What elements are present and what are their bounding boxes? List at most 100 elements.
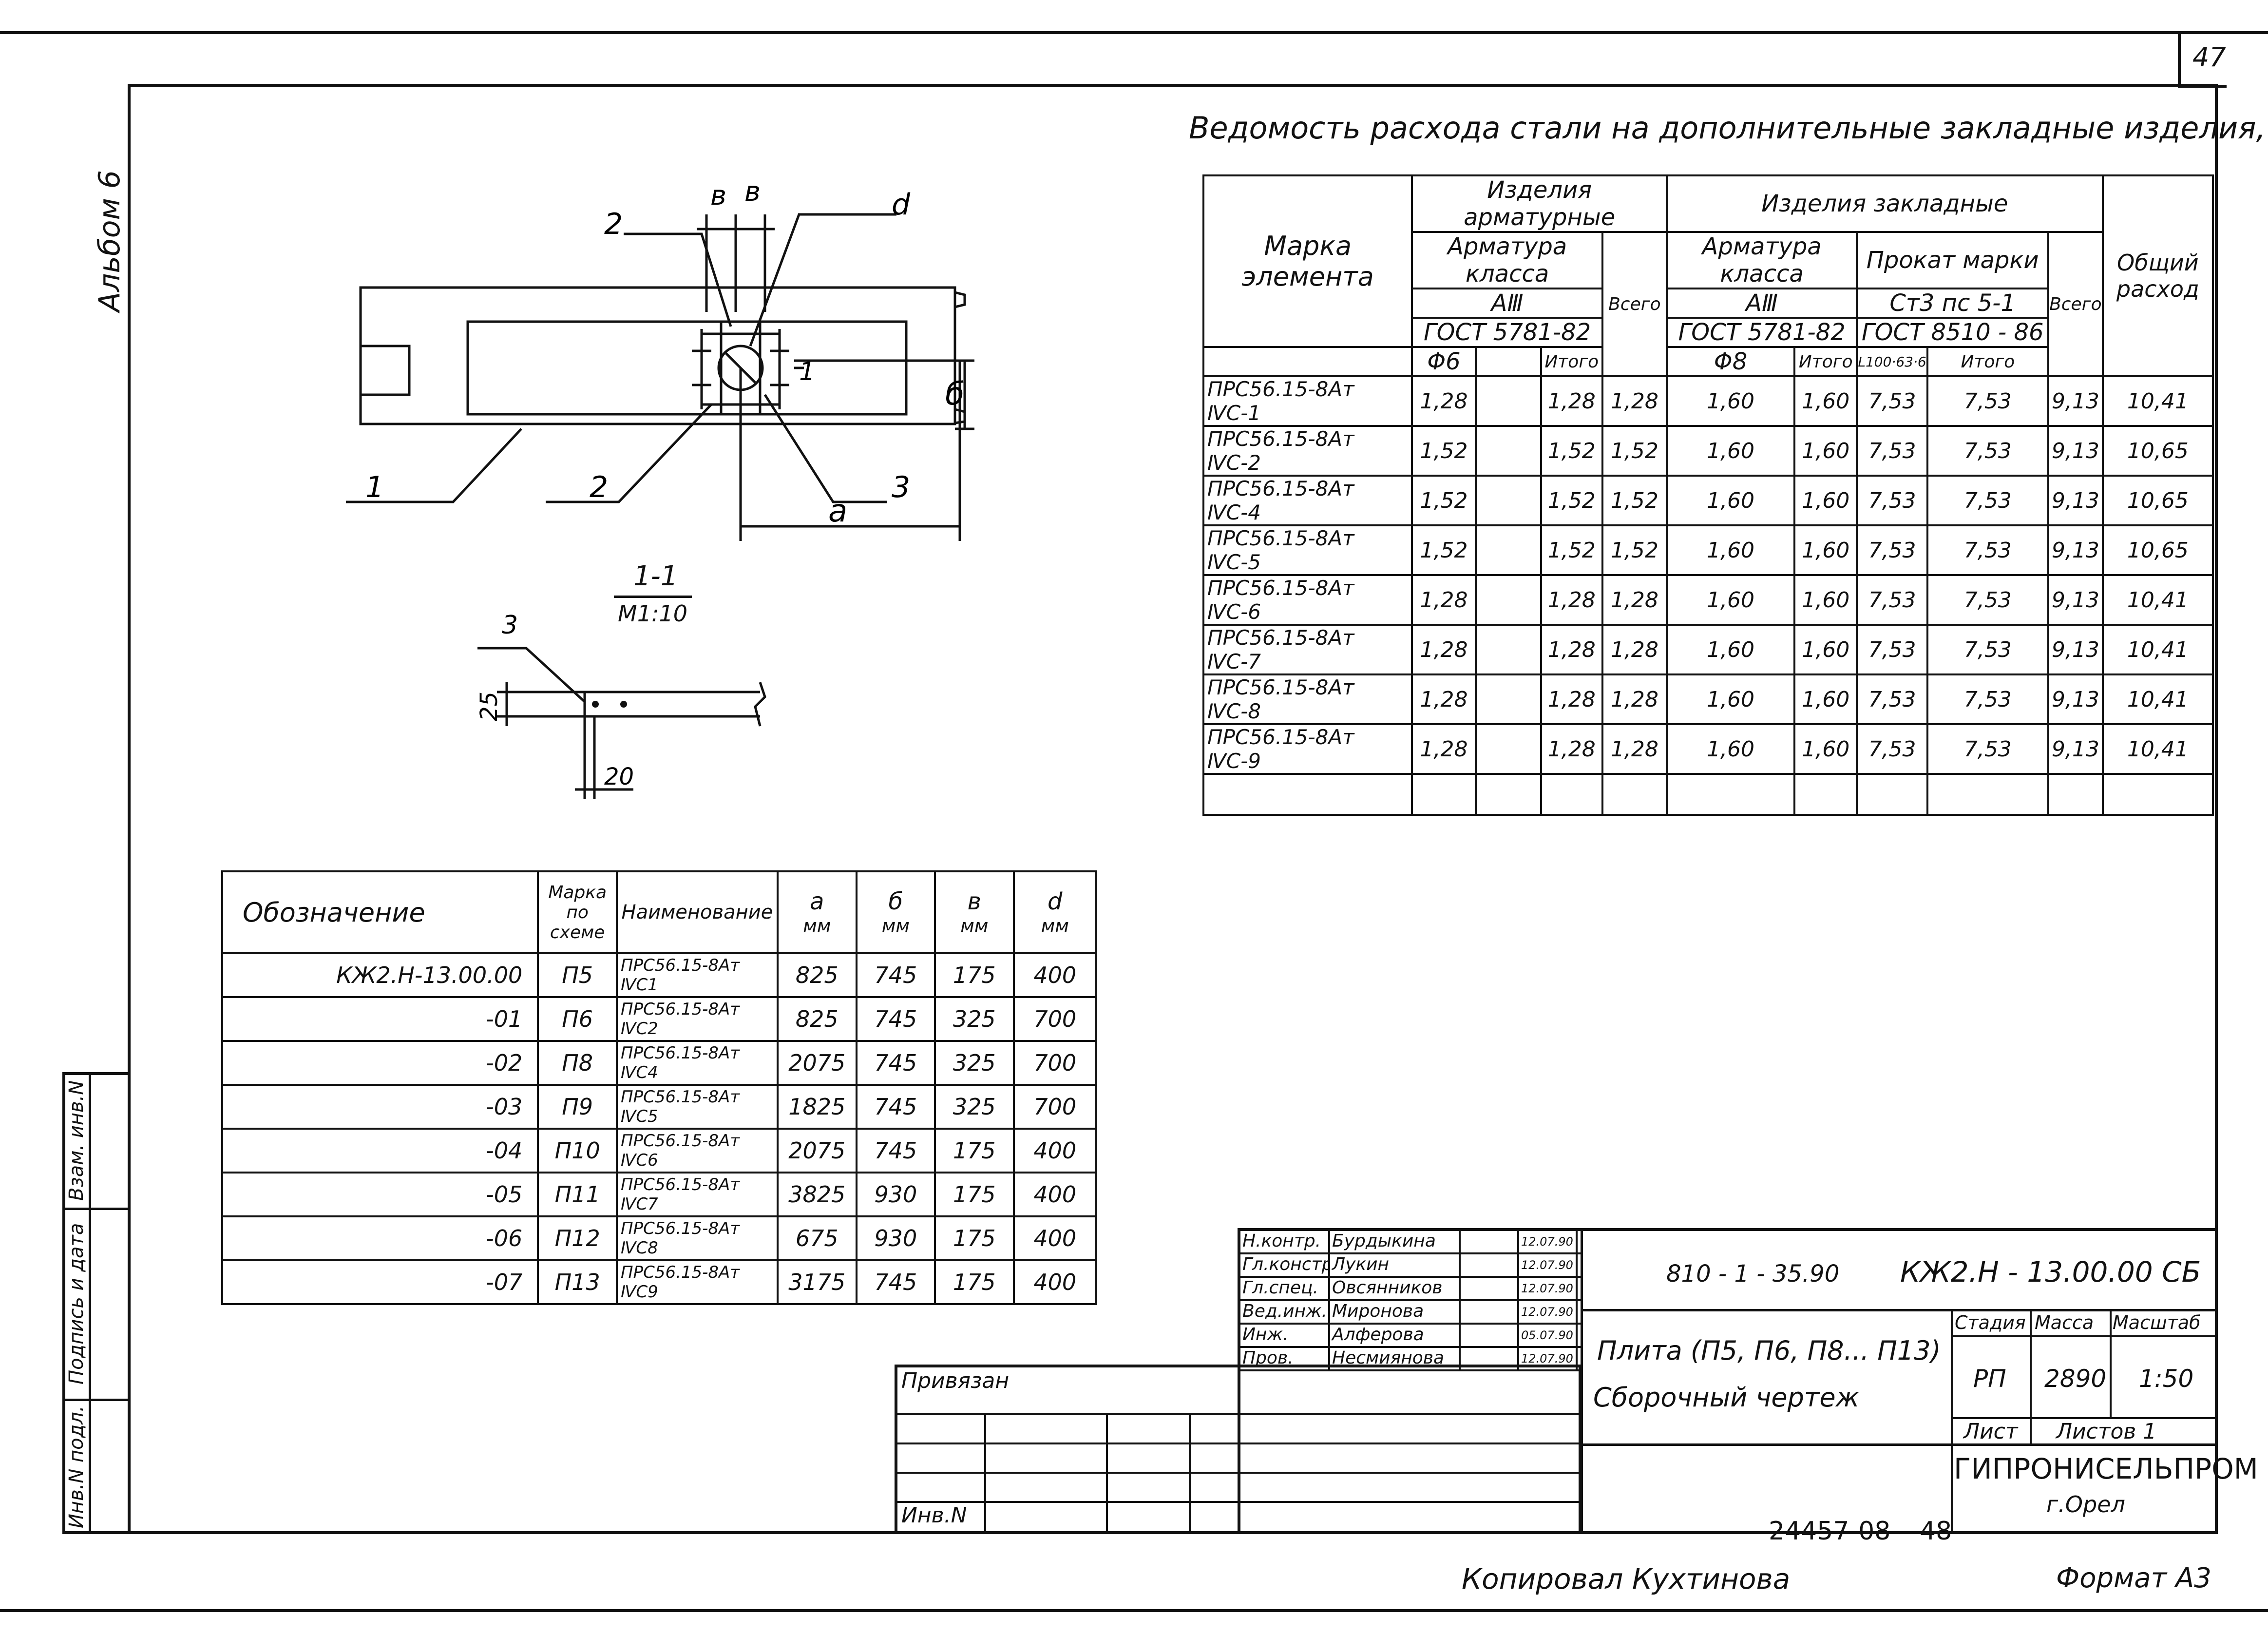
spec-cell-a: 1825 [776,1084,858,1130]
stmt-cell-d6: 1,52 [1411,524,1477,576]
stmt-cell-itogo2: 1,60 [1793,723,1858,775]
role-signature [1461,1301,1519,1323]
stmt-cell-total1: 1,28 [1601,624,1668,675]
stmt-cell-d8: 1,60 [1665,524,1796,576]
spec-cell-b: 930 [855,1172,936,1217]
spec-cell-mark: П10 [537,1128,618,1173]
sec-3: 3 [502,611,518,640]
stamp-code: 810 - 1 - 35.90 [1666,1260,1840,1288]
stmt-cell-angle: 7,53 [1856,375,1928,427]
stmt-cell-itogo1: 1,28 [1540,723,1603,775]
section-title: 1-1 [633,560,678,592]
stmt-cell-total2: 9,13 [2047,624,2104,675]
spec-cell-a: 2075 [776,1040,858,1086]
spec-cell-designation: -03 [221,1084,539,1130]
spec-cell-mark: П6 [537,996,618,1042]
copied-by: Копировал Кухтинова [1462,1562,1791,1596]
format-label: Формат А3 [2056,1562,2211,1594]
stmt-cell-d6: 1,28 [1411,574,1477,626]
stmt-cell-total2: 9,13 [2047,723,2104,775]
side-podpis: Подпись и дата [65,1223,88,1385]
stamp-mass: 2890 [2044,1365,2107,1393]
lbl-be: б [945,376,964,412]
role-signature [1461,1348,1519,1369]
stmt-h-a3b: AⅢ [1665,288,1858,319]
stmt-h-arm-items: Изделия арматурные [1411,174,1668,233]
stmt-cell-mark: ПРС56.15-8Ат ⅣС-8 [1202,673,1413,725]
section-title-underline [614,596,692,598]
side-stamp-line1 [62,1208,131,1210]
stmt-cell-blank [2047,773,2104,816]
spec-cell-v: 175 [934,1259,1015,1305]
stmt-cell-d6: 1,28 [1411,723,1477,775]
privyazan-vline3 [1189,1413,1191,1534]
stamp-h-stage: Стадия [1955,1312,2026,1333]
stmt-cell-total1: 1,52 [1601,475,1668,526]
stmt-cell-mark: ПРС56.15-8Ат ⅣС-6 [1202,574,1413,626]
stmt-h-d6: Φ6 [1411,346,1477,377]
spec-cell-designation: -04 [221,1128,539,1173]
stmt-cell-itogo2: 1,60 [1793,475,1858,526]
stmt-h-itogo1: Итого [1540,346,1603,377]
spec-cell-mark: П12 [537,1215,618,1261]
lbl-b1: в [710,180,726,212]
spec-cell-name: ПРС56.15-8Ат ⅣС8 [616,1215,779,1261]
page-number: 47 [2192,42,2226,73]
spec-cell-a: 675 [776,1215,858,1261]
spec-cell-mark: П8 [537,1040,618,1086]
role-signature [1461,1325,1519,1346]
lbl-11: 1 [799,357,815,386]
steel-statement-table: Марка элемента Изделия арматурные Издели… [1202,174,2214,816]
privyazan-vline1 [984,1413,986,1534]
stmt-cell-blank [1411,773,1477,816]
spec-cell-v: 175 [934,1172,1015,1217]
stmt-cell-general: 10,65 [2101,475,2214,526]
stmt-cell-itogo3: 7,53 [1926,475,2050,526]
spec-cell-name: ПРС56.15-8Ат ⅣС5 [616,1084,779,1130]
side-stamp [62,1072,131,1534]
stmt-cell-total1: 1,52 [1601,524,1668,576]
stmt-cell-empty [1474,673,1542,725]
stmt-h-total: Всего [1601,231,1668,377]
stmt-h-gost2: ГОСТ 5781-82 [1665,317,1858,348]
stmt-cell-itogo2: 1,60 [1793,624,1858,675]
stmt-cell-itogo2: 1,60 [1793,673,1858,725]
spec-cell-designation: КЖ2.Н-13.00.00 [221,952,539,998]
stmt-cell-mark: ПРС56.15-8Ат ⅣС-9 [1202,723,1413,775]
spec-h-b-unit: мм [881,915,910,937]
stmt-cell-d6: 1,28 [1411,375,1477,427]
sec-20: 20 [604,763,634,790]
stmt-cell-angle: 7,53 [1856,624,1928,675]
stmt-cell-d8: 1,60 [1665,375,1796,427]
stmt-h-a3: AⅢ [1411,288,1603,319]
stmt-cell-empty [1474,624,1542,675]
stmt-cell-blank [1665,773,1796,816]
archive-number: 24457-08 [1769,1517,1891,1546]
role-date: 12.07.90 [1519,1348,1578,1369]
spec-cell-d: 700 [1012,996,1098,1042]
role-person: Бурдыкина [1330,1231,1461,1252]
stamp-hline-sheet [1951,1417,2218,1419]
stmt-cell-total2: 9,13 [2047,475,2104,526]
stmt-h-gost3: ГОСТ 8510 - 86 [1856,317,2050,348]
lbl-2a: 2 [604,207,623,241]
spec-cell-b: 745 [855,1040,936,1086]
spec-h-designation: Обозначение [221,870,539,954]
stmt-h-d8: Φ8 [1665,346,1796,377]
spec-cell-designation: -06 [221,1215,539,1261]
role-date: 05.07.90 [1519,1325,1578,1346]
side-stamp-line2 [62,1399,131,1401]
stamp-vline-roles [1581,1228,1583,1534]
section-scale: М1:10 [618,600,687,627]
spec-cell-name: ПРС56.15-8Ат ⅣС6 [616,1128,779,1173]
spec-cell-b: 745 [855,1128,936,1173]
